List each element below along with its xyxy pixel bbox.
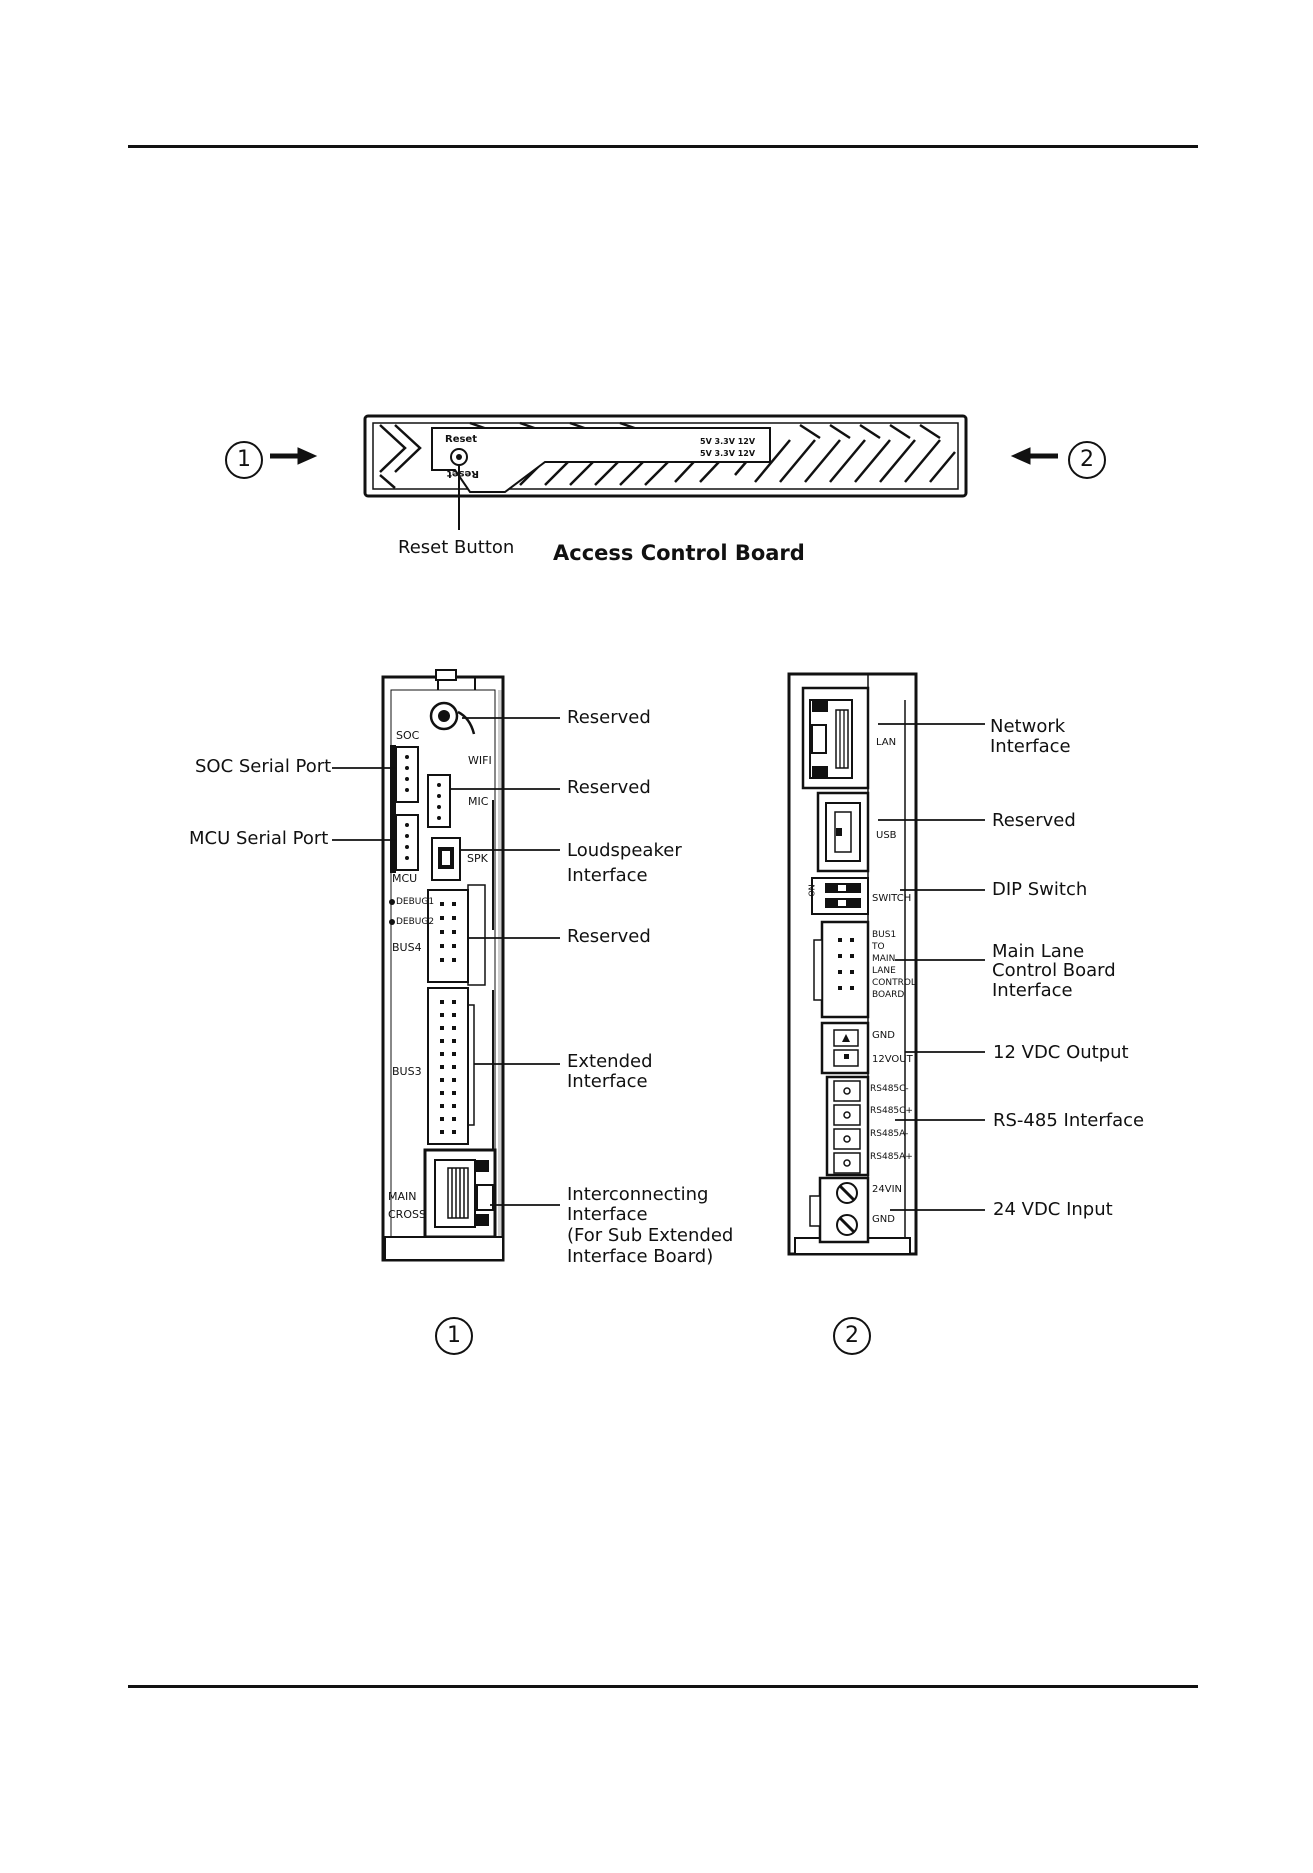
label-wifi: WIFI: [468, 754, 492, 767]
callout-interconnecting-4: Interface Board): [567, 1246, 714, 1267]
arrow-left-icon: [1010, 447, 1058, 465]
callout-reserved-wifi: Reserved: [567, 707, 651, 728]
callout-loudspeaker-2: Interface: [567, 865, 648, 886]
footer-rule: [128, 1685, 1198, 1688]
callout-mcu-serial: MCU Serial Port: [189, 828, 329, 849]
print-reset: Reset: [445, 434, 477, 445]
label-bus1-5: CONTROL: [872, 978, 916, 988]
label-usb: USB: [876, 830, 897, 841]
callout-reserved-bus4: Reserved: [567, 926, 651, 947]
callout-interconnecting-1: Interconnecting: [567, 1184, 709, 1205]
callout-mainlane-2: Control Board: [992, 960, 1116, 981]
label-rs485a-plus: RS485A+: [870, 1152, 913, 1162]
label-mic: MIC: [468, 795, 489, 808]
callout-loudspeaker-1: Loudspeaker: [567, 840, 682, 861]
label-bus4: BUS4: [392, 941, 422, 954]
callout-extended-2: Interface: [567, 1071, 648, 1092]
callout-network-1: Network: [990, 716, 1066, 737]
callout-reserved-usb: Reserved: [992, 810, 1076, 831]
label-switch: SWITCH: [872, 893, 912, 904]
label-debug2: DEBUG2: [396, 917, 435, 927]
header-rule: [128, 145, 1198, 148]
label-gnd-2: GND: [872, 1214, 895, 1225]
label-bus1-3: MAIN: [872, 954, 896, 964]
callout-24vdc-input: 24 VDC Input: [993, 1199, 1113, 1220]
reset-button-label: Reset Button: [398, 537, 515, 558]
label-rs485c-plus: RS485C+: [870, 1106, 913, 1116]
callout-interconnecting-2: Interface: [567, 1204, 648, 1225]
label-soc: SOC: [396, 729, 420, 742]
marker-2-bottom: 2: [833, 1317, 871, 1355]
label-mcu: MCU: [392, 872, 418, 885]
label-12vout: 12VOUT: [872, 1054, 913, 1065]
print-voltage-1: 5V 3.3V 12V: [700, 437, 756, 446]
callout-dip-switch: DIP Switch: [992, 879, 1088, 900]
marker-1-left: 1: [225, 441, 263, 479]
callout-soc-serial: SOC Serial Port: [195, 756, 332, 777]
label-bus1-4: LANE: [872, 966, 896, 976]
marker-2-right: 2: [1068, 441, 1106, 479]
label-24vin: 24VIN: [872, 1184, 902, 1195]
label-rs485c-minus: RS485C-: [870, 1084, 909, 1094]
print-voltage-2: 5V 3.3V 12V: [700, 449, 756, 458]
callout-interconnecting-3: (For Sub Extended: [567, 1225, 734, 1246]
label-rs485a-minus: RS485A-: [870, 1129, 909, 1139]
callout-extended-1: Extended: [567, 1051, 653, 1072]
label-debug1: DEBUG1: [396, 897, 435, 907]
callout-reserved-mic: Reserved: [567, 777, 651, 798]
label-gnd-1: GND: [872, 1030, 895, 1041]
label-main: MAIN: [388, 1190, 417, 1203]
marker-1-bottom: 1: [435, 1317, 473, 1355]
label-spk: SPK: [467, 852, 488, 865]
board-title: Access Control Board: [553, 541, 805, 565]
label-bus3: BUS3: [392, 1065, 422, 1078]
label-lan: LAN: [876, 737, 897, 748]
callout-rs485-interface: RS-485 Interface: [993, 1110, 1145, 1131]
callout-mainlane-3: Interface: [992, 980, 1073, 1001]
callout-mainlane-1: Main Lane: [992, 941, 1085, 962]
label-bus1-2: TO: [872, 942, 885, 952]
callout-12vdc-output: 12 VDC Output: [993, 1042, 1129, 1063]
label-cross: CROSS: [388, 1208, 426, 1221]
label-bus1-1: BUS1: [872, 930, 897, 940]
callout-network-2: Interface: [990, 736, 1071, 757]
arrow-right-icon: [270, 447, 318, 465]
label-on: ON: [807, 884, 817, 897]
label-bus1-6: BOARD: [872, 990, 905, 1000]
